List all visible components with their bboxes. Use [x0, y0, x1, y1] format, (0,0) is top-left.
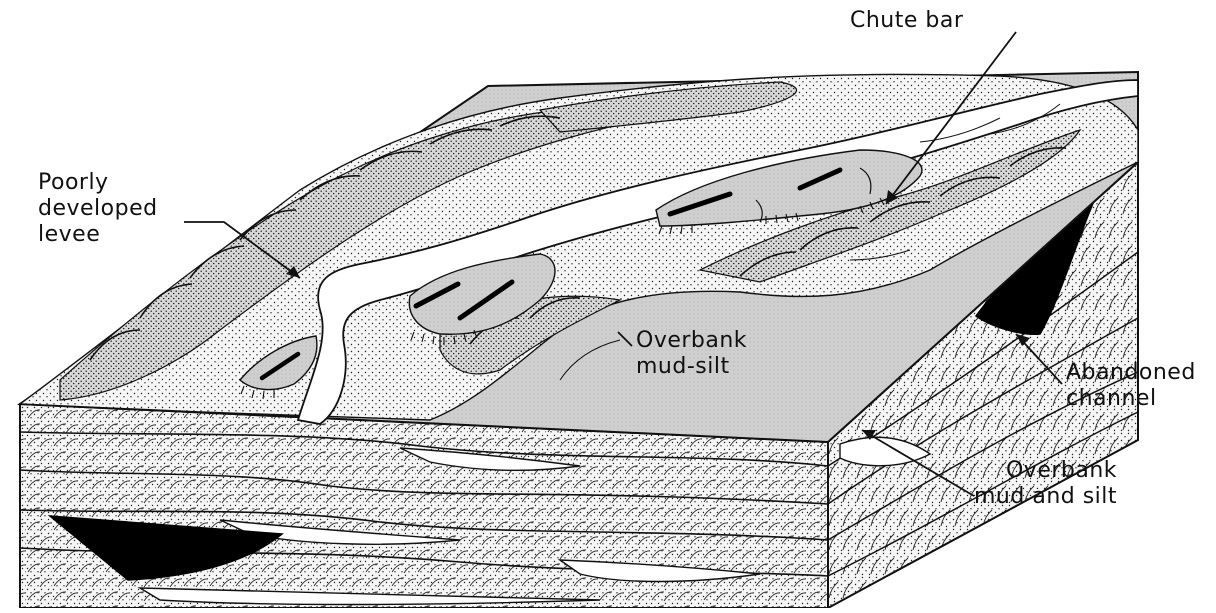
label-abandoned-line-2: channel [1066, 386, 1196, 412]
label-chute-bar: Chute bar [850, 8, 963, 34]
label-poorly-developed-levee: Poorly developed levee [38, 170, 158, 248]
label-levee-line-3: levee [38, 222, 158, 248]
label-overbank-line-1: Overbank [636, 328, 747, 354]
label-overbank-mud-silt: Overbank mud-silt [636, 328, 747, 380]
label-overbank-mud-and-silt: Overbank mud and silt [974, 458, 1117, 510]
label-overbank-line-2: mud-silt [636, 354, 747, 380]
label-abandoned-channel: Abandoned channel [1066, 360, 1196, 412]
label-overbank2-line-2: mud and silt [974, 484, 1117, 510]
label-abandoned-line-1: Abandoned [1066, 360, 1196, 386]
label-levee-line-1: Poorly [38, 170, 158, 196]
label-levee-line-2: developed [38, 196, 158, 222]
label-overbank2-line-1: Overbank [974, 458, 1117, 484]
